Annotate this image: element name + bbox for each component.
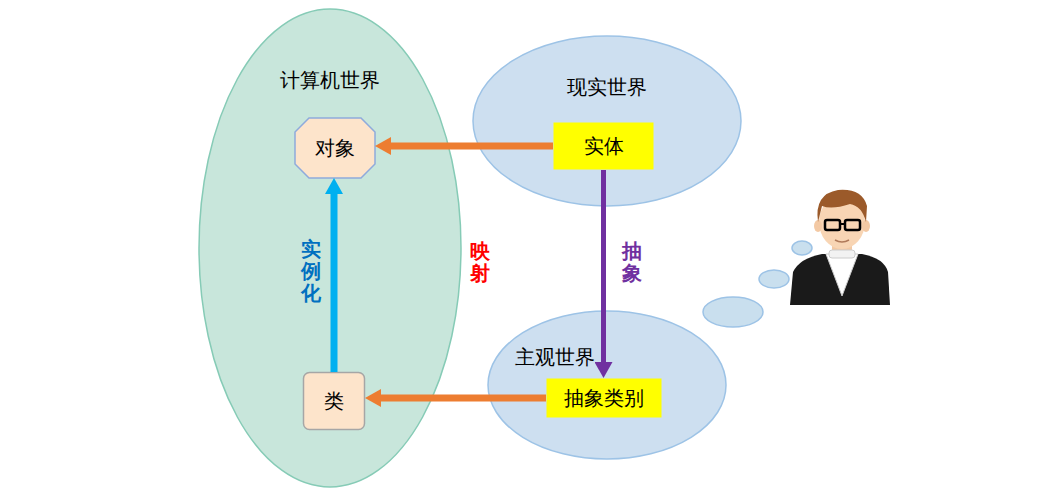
category-box: 抽象类别: [546, 378, 662, 418]
glasses: [840, 223, 845, 225]
entity-box: 实体: [553, 122, 654, 170]
thought-bubble: [759, 270, 789, 288]
collar: [829, 250, 855, 258]
glasses: [845, 220, 860, 230]
edge-label: 抽象: [622, 240, 642, 284]
thought-bubble: [792, 241, 812, 255]
arrow-connector: [331, 194, 338, 372]
world-ellipse-outline: [487, 310, 727, 460]
region-title: 现实世界: [567, 75, 647, 99]
region-title: 主观世界: [515, 345, 595, 369]
glasses: [825, 220, 840, 230]
rect-shape: [554, 123, 654, 170]
hair: [817, 190, 867, 222]
octagon-shape: [295, 118, 375, 178]
object-box: 对象: [295, 118, 375, 178]
arrow-connector: [601, 170, 606, 362]
box-label: 对象: [315, 136, 355, 160]
shirt: [826, 254, 858, 296]
mouth: [835, 240, 849, 242]
ellipse-shape: [488, 311, 726, 459]
world-ellipse-outline: [472, 35, 742, 207]
box-label: 实体: [584, 134, 624, 158]
rect-shape: [304, 373, 365, 430]
world-ellipse: 现实世界实体: [472, 35, 742, 207]
class-box: 类: [303, 372, 365, 430]
box-label: 类: [324, 389, 344, 413]
free-label: 映射: [470, 240, 490, 284]
world-ellipse: 计算机世界对象类: [198, 8, 462, 488]
arrow-connector: [381, 395, 546, 402]
thought-bubble: [703, 297, 763, 327]
ellipse-shape: [473, 36, 741, 206]
edge-label: 实例化: [301, 238, 321, 304]
arrow-connector: [391, 143, 553, 150]
box-label: 抽象类别: [564, 386, 644, 410]
region-title: 计算机世界: [280, 68, 380, 92]
ellipse-shape: [199, 9, 461, 487]
world-ellipse: 主观世界抽象类别: [487, 310, 727, 460]
vest: [790, 254, 890, 305]
rect-shape: [547, 379, 662, 418]
